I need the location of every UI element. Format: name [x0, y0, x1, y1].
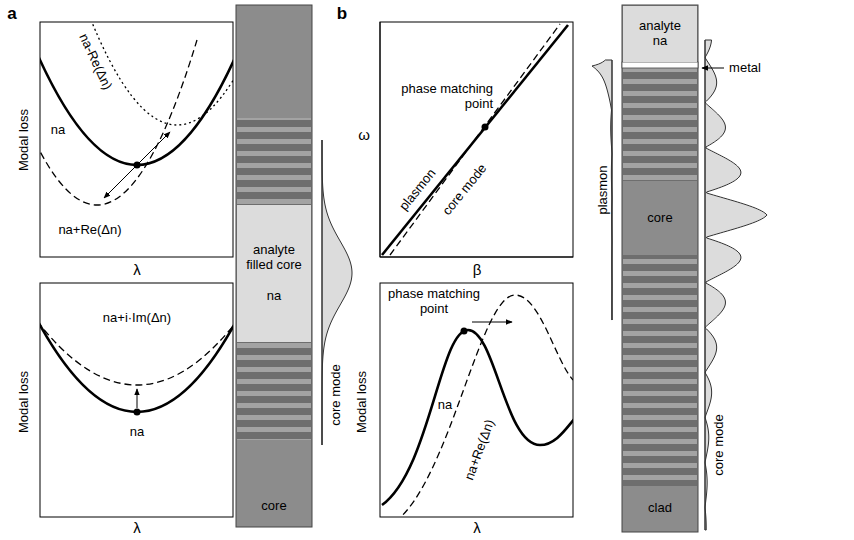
axis-label: Modal loss	[17, 371, 32, 433]
layer-band: core	[237, 440, 311, 526]
part-label: metal	[729, 61, 761, 76]
mode-profile	[322, 140, 352, 445]
plot-frame	[40, 283, 233, 517]
axis-label: λ	[473, 519, 481, 536]
curve-label: na	[51, 123, 65, 138]
band-text: core	[261, 499, 286, 514]
core-dispersion	[382, 25, 568, 255]
bragg-layers	[623, 68, 697, 181]
bragg-layers	[623, 255, 697, 486]
profile-label: plasmon	[596, 165, 611, 214]
shift-arrow	[104, 132, 170, 198]
panel-letter: a	[7, 4, 16, 24]
phase-match-dot	[461, 328, 468, 335]
phase-match-dot	[482, 124, 489, 131]
axis-label: Modal loss	[17, 109, 32, 171]
profile-label: core mode	[712, 414, 727, 475]
panel-letter: b	[337, 4, 347, 24]
plot-frame	[380, 22, 573, 257]
axis-label: λ	[133, 261, 141, 278]
curve-label: core mode	[440, 161, 490, 218]
fiber-stack	[622, 5, 698, 532]
annotation: phase matching point	[393, 82, 493, 112]
axis-label: Modal loss	[355, 371, 370, 433]
curve-label: na	[438, 398, 452, 413]
solid-curve	[40, 290, 233, 412]
bragg-layers	[237, 342, 311, 440]
band-text: analyte na	[639, 19, 681, 49]
solid-curve	[382, 330, 573, 505]
bragg-layers	[237, 118, 311, 205]
axis-label: ω	[358, 126, 370, 143]
curve-label: na+Re(Δn)	[58, 223, 121, 238]
mode-profile	[705, 40, 767, 530]
solid-curve	[40, 30, 233, 165]
layer-band: analyte filled core na	[237, 205, 311, 342]
band-text: clad	[648, 501, 672, 516]
curve-label: na+i·Im(Δn)	[103, 311, 171, 326]
curve-label: na	[130, 425, 144, 440]
band-text: na	[267, 289, 281, 304]
layer-band: clad	[623, 486, 697, 531]
band-text: core	[647, 211, 672, 226]
fiber-stack	[236, 5, 312, 527]
minimum-dot	[134, 162, 141, 169]
profile-label: core mode	[329, 364, 344, 425]
axis-label: λ	[133, 519, 141, 536]
shift-arrow	[472, 322, 512, 323]
minimum-dot	[134, 409, 141, 416]
band-text: analyte filled core	[240, 243, 308, 273]
layer-band: core	[623, 181, 697, 255]
curve-label: na+Re(Δn)	[462, 418, 498, 483]
dashed-curve	[40, 40, 197, 205]
plot-frame	[380, 283, 573, 517]
layer-band: analyte na	[623, 6, 697, 62]
profile-axis	[322, 140, 323, 445]
plasmon-profile	[592, 60, 612, 320]
curve-label: na-Re(Δn)	[76, 32, 115, 93]
annotation: phase matching point	[384, 287, 484, 317]
shift-arrow	[137, 389, 138, 408]
profile-axis	[705, 40, 706, 530]
leader-arrow	[702, 68, 724, 69]
profile-axis	[612, 60, 613, 320]
plot-frame	[40, 22, 233, 257]
metal-layer	[622, 62, 698, 68]
axis-label: β	[473, 261, 482, 278]
curve-label: plasmon	[397, 166, 440, 214]
dashed-curve	[395, 295, 573, 517]
